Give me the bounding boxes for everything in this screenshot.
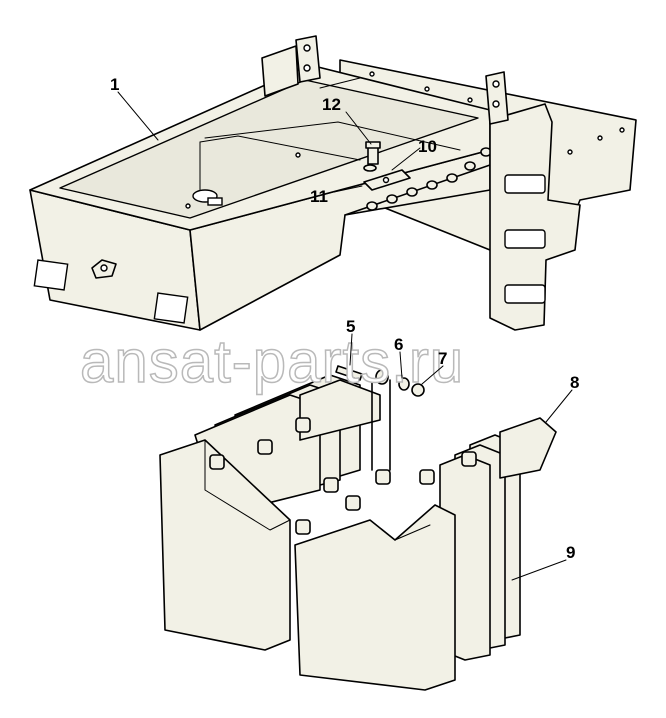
callout-8: 8	[570, 373, 579, 392]
frame-assembly	[29, 35, 637, 331]
hinge-row	[209, 417, 477, 535]
leader-lines	[117, 91, 573, 581]
callout-7: 7	[438, 349, 447, 368]
callout-6: 6	[394, 335, 403, 354]
callout-11: 11	[310, 187, 328, 206]
bolt-row	[366, 147, 492, 211]
callout-5: 5	[346, 317, 355, 336]
watermark-text: ansat-parts.ru	[80, 328, 464, 395]
callout-1: 1	[110, 75, 119, 94]
callout-12: 12	[322, 95, 341, 114]
callout-9: 9	[566, 543, 575, 562]
callout-labels: 1 12 10 11 5 6 7 8 9	[110, 75, 579, 562]
callout-10: 10	[418, 137, 437, 156]
counterweight-plates	[159, 365, 557, 691]
